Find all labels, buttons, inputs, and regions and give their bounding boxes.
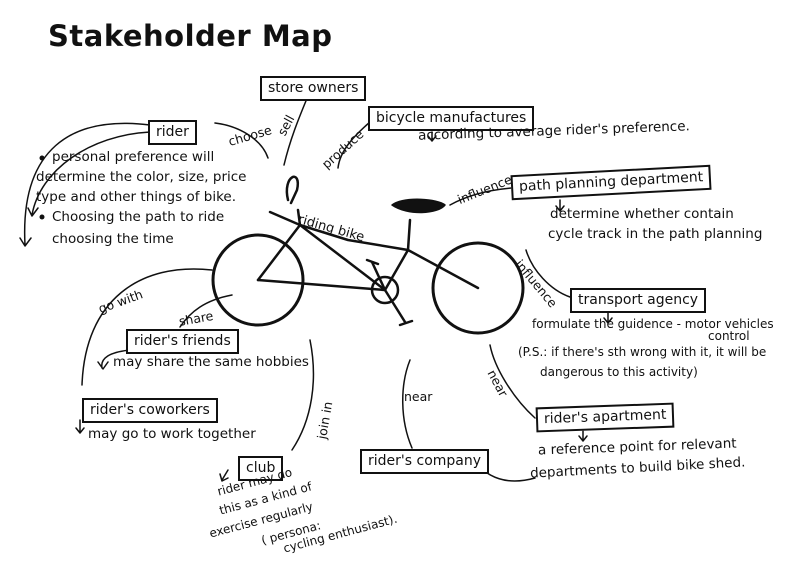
rider-box: rider bbox=[148, 120, 197, 145]
transport-agency-box: transport agency bbox=[570, 288, 707, 313]
club-box: club bbox=[238, 456, 284, 481]
riders-coworkers-box: rider's coworkers bbox=[82, 398, 218, 423]
friends-note: may share the same hobbies bbox=[113, 354, 309, 370]
riders-apartment-box: rider's apartment bbox=[535, 402, 675, 433]
path-planning-note-line-2: cycle track in the path planning bbox=[548, 226, 763, 242]
rider-note-line-2: determine the color, size, price bbox=[36, 169, 247, 185]
riders-company-box: rider's company bbox=[360, 449, 490, 474]
rider-note-line-4: Choosing the path to ride bbox=[52, 209, 225, 225]
path-planning-note-line-1: determine whether contain bbox=[550, 206, 734, 222]
rider-note-bullets bbox=[39, 155, 45, 220]
map-title: Stakeholder Map bbox=[48, 19, 333, 53]
rider-note-line-5: choosing the time bbox=[52, 231, 174, 247]
transport-note-line-2: control bbox=[708, 329, 750, 343]
transport-note-line-4: dangerous to this activity) bbox=[540, 365, 698, 379]
rider-note-line-3: type and other things of bike. bbox=[36, 189, 237, 205]
connectors bbox=[19, 95, 613, 482]
store-owners-box: store owners bbox=[260, 76, 367, 101]
relation-near-company: near bbox=[404, 389, 433, 404]
transport-note-line-1: formulate the guidence - motor vehicles bbox=[532, 317, 774, 331]
bicycle-icon bbox=[211, 175, 525, 335]
transport-note-line-3: (P.S.: if there's sth wrong with it, it … bbox=[518, 345, 767, 359]
coworkers-note: may go to work together bbox=[88, 426, 256, 442]
riders-friends-box: rider's friends bbox=[126, 329, 239, 354]
rider-note-line-1: personal preference will bbox=[52, 149, 215, 165]
bicycle-manufactures-box: bicycle manufactures bbox=[368, 106, 535, 131]
